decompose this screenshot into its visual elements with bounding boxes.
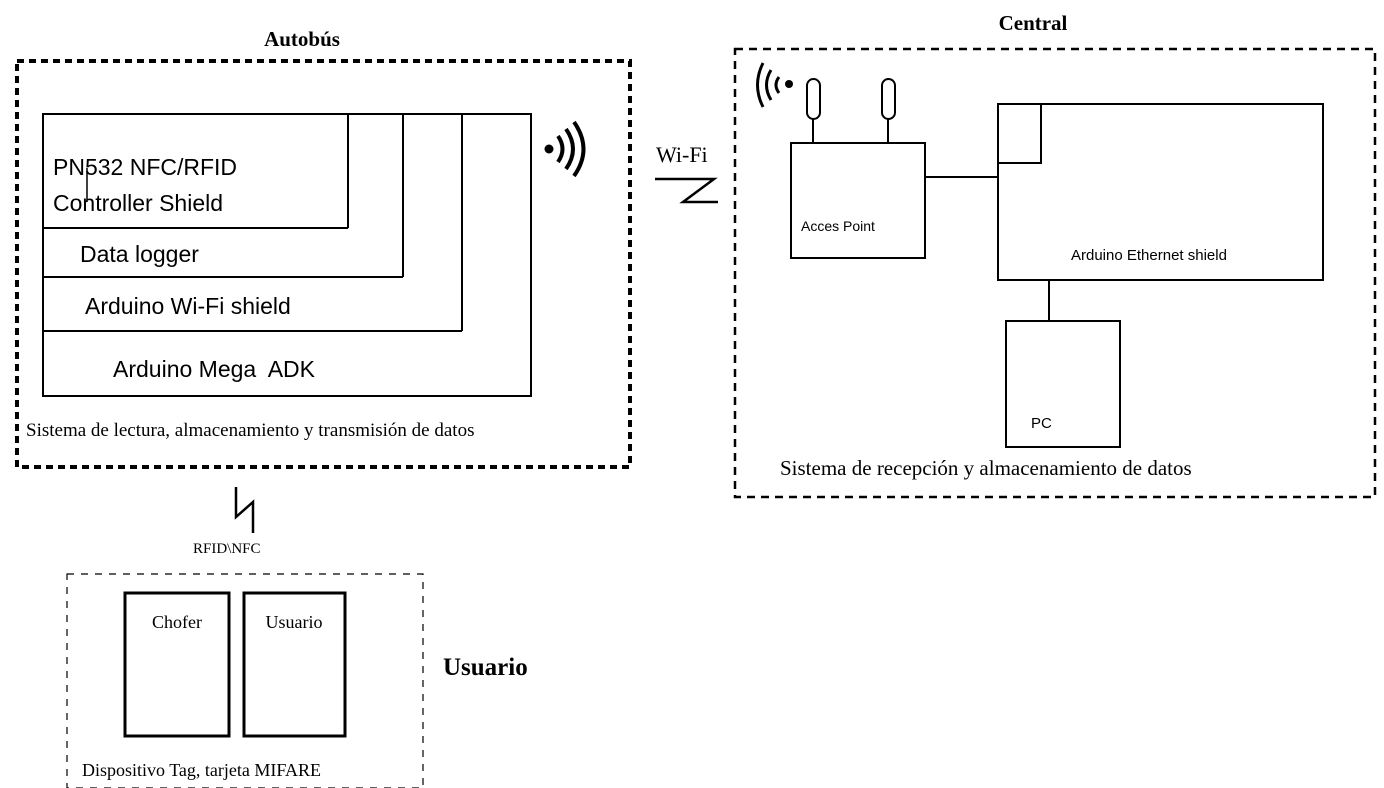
bus-system: Autobús PN532 NFC/RFID Controller Shield… bbox=[15, 27, 632, 469]
bus-boundary bbox=[15, 59, 632, 469]
driver-card-label: Chofer bbox=[152, 612, 202, 632]
user-devices: Chofer Usuario Dispositivo Tag, tarjeta … bbox=[66, 573, 528, 788]
access-point-box bbox=[790, 142, 926, 259]
central-caption: Sistema de recepción y almacenamiento de… bbox=[780, 456, 1192, 480]
user-caption: Dispositivo Tag, tarjeta MIFARE bbox=[82, 760, 321, 780]
pc-label: PC bbox=[1031, 415, 1052, 432]
user-title: Usuario bbox=[443, 654, 528, 681]
antenna-icon bbox=[806, 78, 896, 143]
central-title: Central bbox=[999, 11, 1068, 35]
wifi-signal-icon bbox=[756, 62, 793, 108]
central-boundary bbox=[733, 47, 1377, 499]
pn532-label-line2: Controller Shield bbox=[53, 190, 223, 216]
ethernet-port bbox=[997, 103, 1042, 164]
pc-box bbox=[1005, 320, 1121, 448]
wireless-signal-icon bbox=[544, 120, 586, 178]
rfid-link: RFID\NFC bbox=[193, 487, 261, 557]
central-system: Central Acces Point Arduino Ethernet shi… bbox=[733, 11, 1377, 499]
rfid-link-symbol bbox=[234, 487, 255, 533]
wifi-link-label: Wi-Fi bbox=[656, 142, 708, 167]
user-boundary bbox=[66, 573, 424, 788]
wifi-link-symbol bbox=[655, 177, 718, 204]
user-card bbox=[242, 591, 347, 738]
user-card-label: Usuario bbox=[266, 612, 323, 632]
bus-caption: Sistema de lectura, almacenamiento y tra… bbox=[26, 420, 474, 441]
driver-card bbox=[123, 591, 231, 738]
bus-title: Autobús bbox=[264, 27, 340, 51]
access-point-label: Acces Point bbox=[801, 218, 875, 234]
pn532-label-line1: PN532 NFC/RFID bbox=[53, 154, 237, 180]
arduino-mega-label: Arduino Mega ADK bbox=[113, 356, 316, 382]
ethernet-shield-box bbox=[997, 103, 1324, 281]
ethernet-shield-label: Arduino Ethernet shield bbox=[1071, 247, 1227, 264]
wifi-link: Wi-Fi bbox=[655, 142, 718, 204]
rfid-link-label: RFID\NFC bbox=[193, 541, 261, 557]
data-logger-label: Data logger bbox=[80, 241, 199, 267]
arduino-mega-box bbox=[42, 113, 532, 397]
wifi-shield-label: Arduino Wi-Fi shield bbox=[85, 293, 291, 319]
